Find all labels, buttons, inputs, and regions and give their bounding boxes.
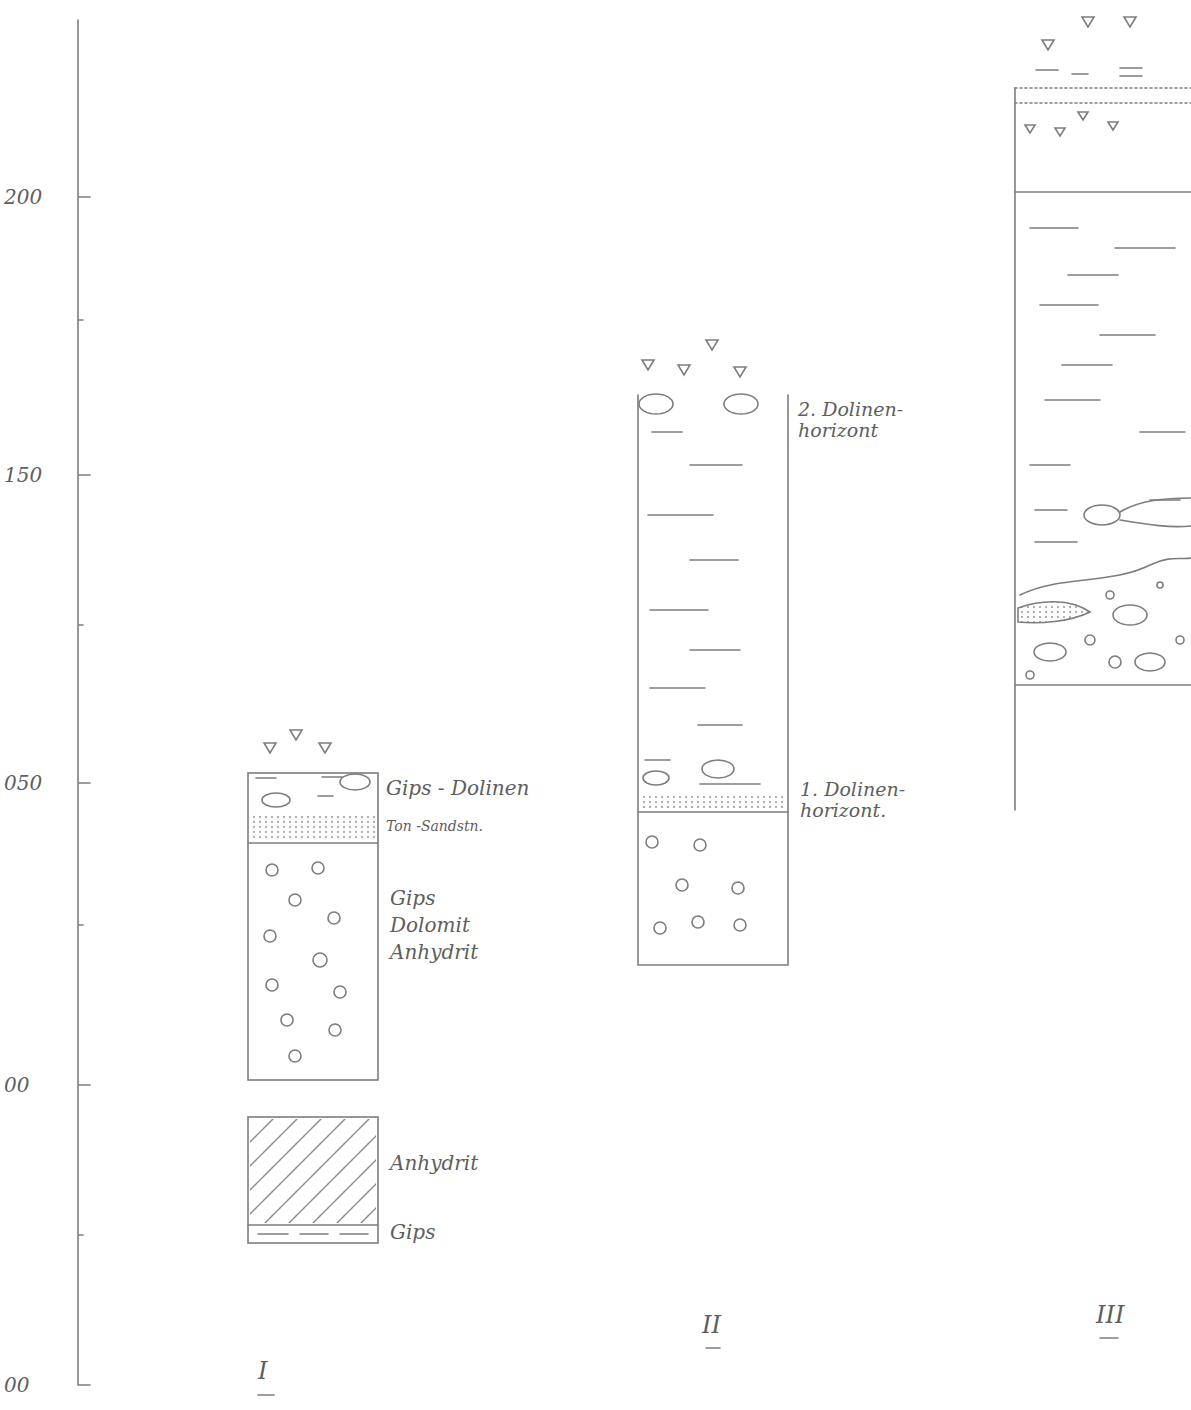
column-number: II <box>702 1312 721 1340</box>
column-two <box>638 340 788 1348</box>
column-one <box>248 730 378 1395</box>
scale-number: 00 <box>4 1374 29 1397</box>
scale-axis <box>78 20 90 1385</box>
layer-label: Dolomit <box>390 914 470 937</box>
horizon-label: 2. Dolinen- horizont <box>798 399 933 443</box>
layer-label: Gips - Dolinen <box>386 777 529 800</box>
horizon-label: 1. Dolinen- horizont. <box>800 779 935 823</box>
column-number: I <box>258 1358 267 1386</box>
layer-label: Anhydrit <box>390 1152 478 1175</box>
layer-label: Gips <box>390 887 435 910</box>
scale-number: 050 <box>4 772 42 795</box>
layer-label: Gips <box>390 1221 435 1244</box>
column-three <box>1015 17 1191 1338</box>
layer-label: Anhydrit <box>390 941 478 964</box>
scale-number: 150 <box>4 464 42 487</box>
layer-label: Ton -Sandstn. <box>386 818 483 834</box>
column-number: III <box>1096 1302 1124 1330</box>
scale-number: 200 <box>4 186 42 209</box>
scale-number: 00 <box>4 1074 29 1097</box>
